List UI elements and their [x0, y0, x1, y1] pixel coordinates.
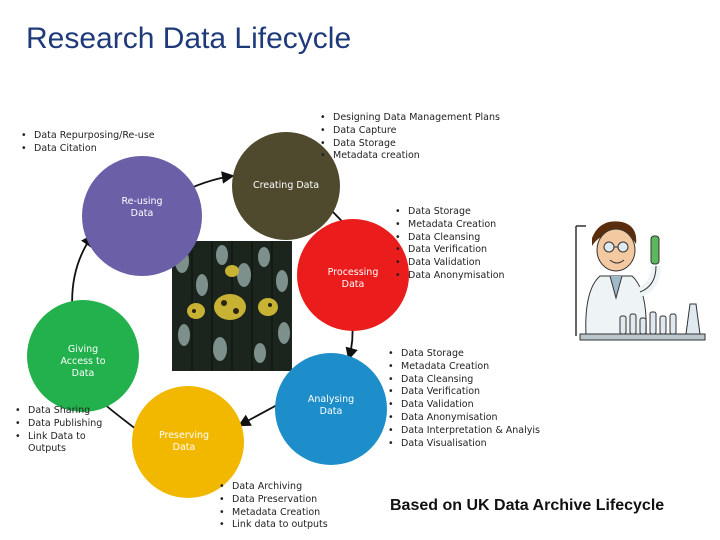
list-item: Link Data to Outputs	[15, 431, 105, 457]
list-item: Data Citation	[21, 143, 155, 156]
stage-processing-data-label: Processing Data	[327, 267, 379, 290]
list-item: Data Capture	[320, 125, 500, 138]
scientist-illustration	[575, 221, 706, 341]
stage-analysing-data: Analysing Data	[275, 353, 387, 465]
list-item: Metadata creation	[320, 150, 500, 163]
list-processing: Data Storage Metadata Creation Data Clea…	[395, 206, 505, 283]
stage-giving-access-label: Giving Access to Data	[60, 344, 106, 379]
list-item: Data Publishing	[15, 418, 105, 431]
list-item: Data Sharing	[15, 405, 105, 418]
list-item: Data Anonymisation	[388, 412, 540, 425]
list-reusing: Data Repurposing/Re-use Data Citation	[21, 130, 155, 156]
page-title: Research Data Lifecycle	[26, 22, 352, 55]
list-item: Data Storage	[395, 206, 505, 219]
stage-creating-data-label: Creating Data	[252, 180, 320, 191]
list-item: Data Cleansing	[395, 232, 505, 245]
stage-analysing-data-label: Analysing Data	[307, 394, 355, 417]
list-item: Metadata Creation	[219, 507, 328, 520]
list-item: Data Cleansing	[388, 374, 540, 387]
list-item: Data Verification	[395, 244, 505, 257]
stage-reusing-data: Re-using Data	[82, 156, 202, 276]
stage-processing-data: Processing Data	[297, 219, 409, 331]
list-item: Data Storage	[320, 138, 500, 151]
list-analysing: Data Storage Metadata Creation Data Clea…	[388, 348, 540, 450]
footer-caption: Based on UK Data Archive Lifecycle	[390, 497, 665, 514]
central-image	[172, 241, 292, 371]
list-item: Metadata Creation	[388, 361, 540, 374]
list-item: Data Interpretation & Analyis	[388, 425, 540, 438]
list-item: Data Storage	[388, 348, 540, 361]
stage-giving-access: Giving Access to Data	[27, 300, 139, 412]
list-item: Designing Data Management Plans	[320, 112, 500, 125]
list-preserving: Data Archiving Data Preservation Metadat…	[219, 481, 328, 532]
stage-reusing-data-label: Re-using Data	[121, 196, 163, 219]
list-item: Data Anonymisation	[395, 270, 505, 283]
list-item: Data Validation	[388, 399, 540, 412]
list-item: Link data to outputs	[219, 519, 328, 532]
list-creating: Designing Data Management Plans Data Cap…	[320, 112, 500, 163]
list-item: Data Visualisation	[388, 438, 540, 451]
stage-preserving-data: Preserving Data	[132, 386, 244, 498]
list-item: Data Repurposing/Re-use	[21, 130, 155, 143]
list-item: Data Preservation	[219, 494, 328, 507]
list-item: Metadata Creation	[395, 219, 505, 232]
stage-preserving-data-label: Preserving Data	[158, 430, 210, 453]
list-item: Data Validation	[395, 257, 505, 270]
list-giving-access: Data Sharing Data Publishing Link Data t…	[15, 405, 105, 456]
list-item: Data Verification	[388, 386, 540, 399]
list-item: Data Archiving	[219, 481, 328, 494]
